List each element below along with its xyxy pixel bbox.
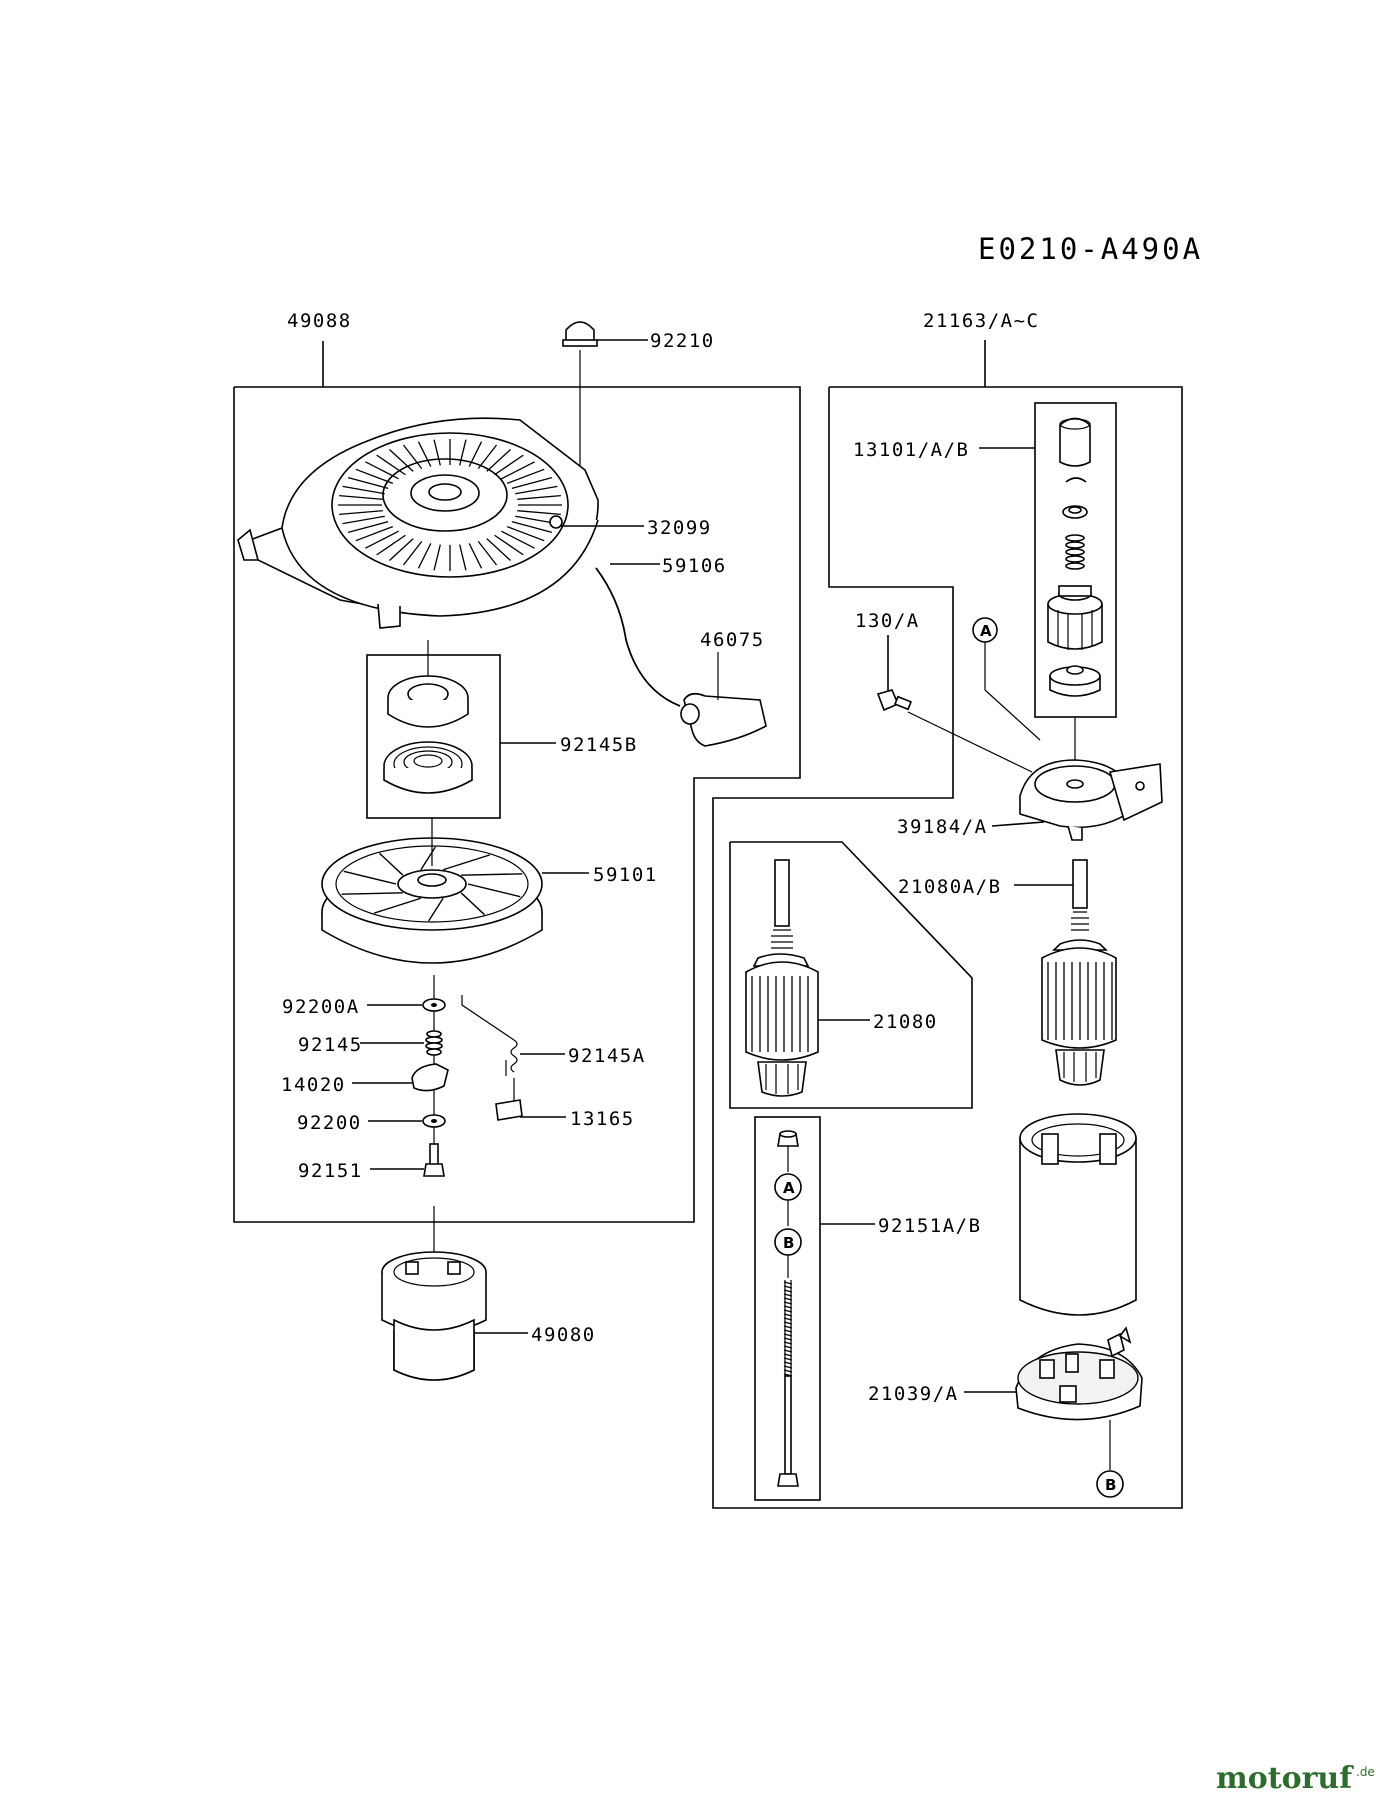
starter-handle-46075 (680, 692, 767, 747)
recoil-starter-group-frame (233, 386, 801, 1223)
electric-starter-group: 21163/A~C (712, 310, 1183, 1509)
bolt-box-92151AB (754, 1116, 821, 1501)
collar (1062, 505, 1088, 519)
armature-21080 (745, 859, 819, 1097)
spring-box-92145B (366, 654, 501, 819)
site-logo: motoruf .de (1216, 1761, 1375, 1796)
label-14020: 14020 (281, 1074, 346, 1096)
pinion-base (1049, 665, 1101, 697)
snap-ring (1065, 477, 1087, 483)
svg-text:A: A (980, 622, 992, 640)
label-39184: 39184/A (897, 816, 988, 838)
electric-starter-group-frame (712, 386, 1183, 1509)
label-92145B: 92145B (560, 734, 638, 756)
recoil-spring (383, 741, 473, 794)
label-49088: 49088 (287, 310, 352, 332)
pinion-stop-cap (1059, 417, 1091, 467)
label-59101: 59101 (593, 864, 658, 886)
spring-92145 (425, 1030, 443, 1056)
ref-a-bolt: A (774, 1173, 802, 1201)
svg-text:.de: .de (1356, 1765, 1375, 1779)
label-92151: 92151 (298, 1160, 363, 1182)
diagram-code: E0210-A490A (978, 232, 1203, 266)
yoke-housing (1019, 1113, 1137, 1316)
ratchet-14020 (411, 1063, 449, 1092)
label-46075: 46075 (700, 629, 765, 651)
label-21080: 21080 (873, 1011, 938, 1033)
spring-case (387, 675, 469, 728)
ref-a-top: A (972, 617, 998, 643)
svg-text:B: B (783, 1234, 794, 1252)
starter-housing-32099 (237, 417, 599, 629)
svg-text:motoruf: motoruf (1216, 1761, 1354, 1796)
ref-b-bottom: B (1096, 1470, 1124, 1498)
svg-text:A: A (783, 1179, 795, 1197)
label-92145: 92145 (298, 1034, 363, 1056)
label-32099: 32099 (647, 517, 712, 539)
label-92145A: 92145A (568, 1045, 646, 1067)
screw-92151 (423, 1143, 445, 1177)
label-59106: 59106 (662, 555, 727, 577)
svg-text:B: B (1105, 1476, 1116, 1494)
label-13101: 13101/A/B (853, 439, 969, 461)
thru-bolt (777, 1280, 799, 1487)
pawl-13165 (495, 1099, 523, 1121)
bracket-39184 (1019, 759, 1163, 841)
starter-cup-49080 (381, 1251, 487, 1381)
cap-nut-92210 (562, 321, 598, 347)
label-92210: 92210 (650, 330, 715, 352)
label-92200A: 92200A (282, 996, 360, 1018)
armature-box-21080 (729, 841, 973, 1109)
ref-b-bolt: B (774, 1228, 802, 1256)
leader-39184 (991, 821, 1045, 827)
pinion-spring (1065, 534, 1085, 570)
bolt-130A (876, 689, 913, 712)
label-49080: 49080 (531, 1324, 596, 1346)
label-21080AB: 21080A/B (898, 876, 1002, 898)
label-21039: 21039/A (868, 1383, 959, 1405)
armature-21080AB (1041, 859, 1117, 1086)
label-92151AB: 92151A/B (878, 1215, 982, 1237)
label-13165: 13165 (570, 1108, 635, 1130)
spring-92145A (505, 1039, 518, 1076)
starter-reel-59101 (321, 837, 543, 964)
label-92200: 92200 (297, 1112, 362, 1134)
recoil-starter-group: 49088 92210 32099 59106 (233, 310, 801, 1381)
pinion-gear (1047, 585, 1103, 650)
brush-holder-21039A (1015, 1326, 1143, 1421)
label-21163: 21163/A~C (923, 310, 1039, 332)
label-130: 130/A (855, 610, 920, 632)
